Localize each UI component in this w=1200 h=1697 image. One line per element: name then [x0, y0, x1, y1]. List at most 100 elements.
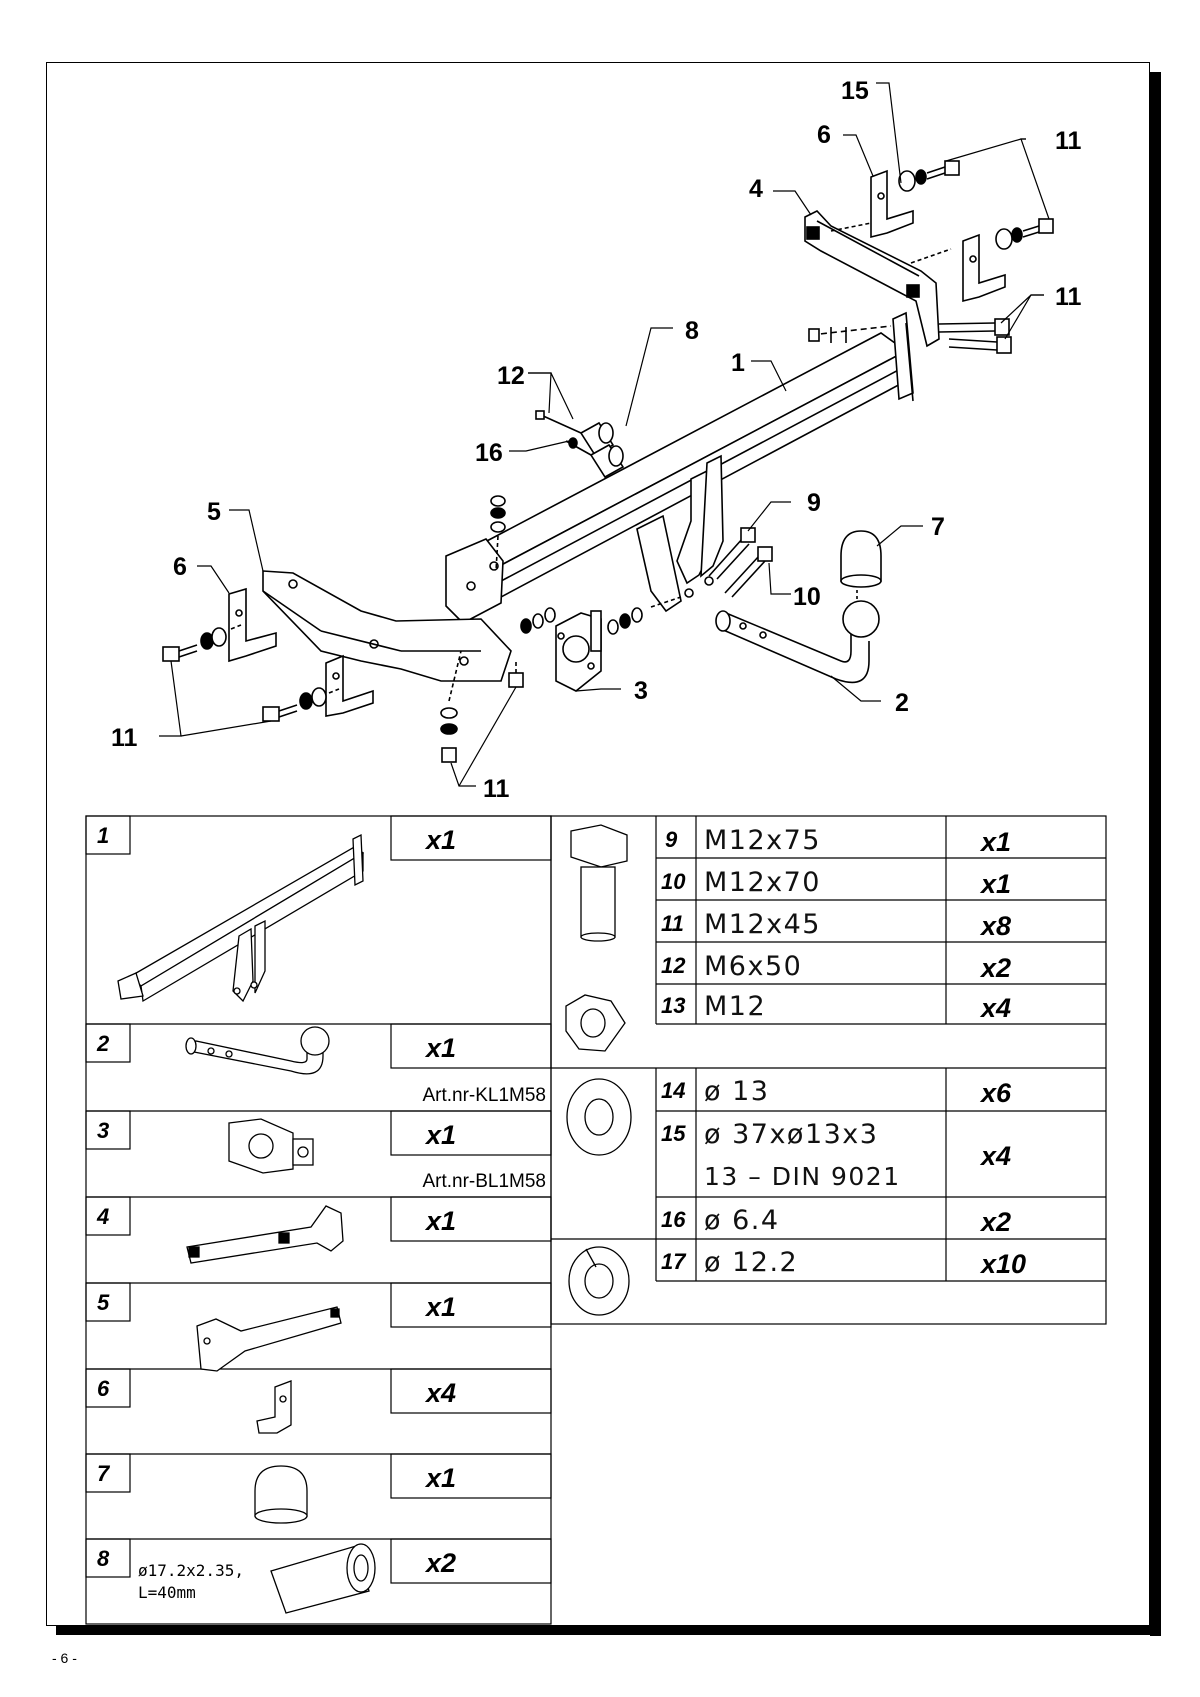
drawing-frame: 15 6 11 4 11 8 1 12 16 9 7 5 6 10 3 2 11…	[46, 62, 1150, 1626]
part-7-qty: x1	[424, 1463, 456, 1493]
thumb-ball-cover	[254, 1465, 308, 1524]
thumb-spring-washer-icon	[568, 1246, 630, 1316]
part-3-qty: x1	[424, 1120, 456, 1150]
part-14-qty: x6	[979, 1078, 1012, 1108]
part-1-qty: x1	[424, 825, 456, 855]
callout-9: 9	[807, 489, 821, 517]
part-9-spec: M12x75	[704, 825, 821, 856]
part-16-number: 16	[661, 1207, 686, 1232]
part-17-qty: x10	[979, 1249, 1026, 1279]
thumb-side-bracket-4	[186, 1205, 344, 1264]
callout-2: 2	[895, 689, 909, 717]
tow-ball-part-2	[715, 589, 880, 684]
part-12-qty: x2	[979, 953, 1011, 983]
part-14-spec: ø 13	[704, 1076, 769, 1107]
part-14-number: 14	[661, 1078, 685, 1103]
callout-11-top: 11	[1055, 127, 1082, 155]
part-2-number: 2	[96, 1031, 110, 1056]
thumb-crossbar	[117, 833, 365, 1003]
assembly-drawing: 15 6 11 4 11 8 1 12 16 9 7 5 6 10 3 2 11…	[85, 77, 1107, 1625]
crossbar-part-1	[445, 311, 914, 624]
part-6-qty: x4	[424, 1378, 456, 1408]
part-15-qty: x4	[979, 1141, 1011, 1171]
thumb-spacer-tube	[270, 1543, 376, 1614]
callout-11-bottom: 11	[483, 775, 510, 803]
part-7-number: 7	[97, 1461, 111, 1486]
side-bracket-part-5	[262, 570, 512, 682]
side-bracket-part-4	[804, 210, 952, 348]
part-12-spec: M6x50	[704, 951, 802, 982]
callout-1: 1	[731, 349, 745, 377]
part-3-art-nr: Art.nr-BL1M58	[422, 1171, 546, 1192]
page-number: - 6 -	[52, 1650, 77, 1666]
part-15-spec: ø 37xø13x3	[704, 1119, 878, 1150]
frame-shadow-right	[1150, 72, 1161, 1636]
callout-3: 3	[634, 677, 648, 705]
callout-15: 15	[841, 77, 869, 105]
ball-cover-part-7	[840, 530, 882, 588]
part-17-number: 17	[661, 1249, 687, 1274]
part-15-spec-standard: 13 – DIN 9021	[704, 1162, 901, 1191]
part-9-qty: x1	[979, 827, 1011, 857]
bolts-part-9-10	[708, 527, 773, 598]
parts-list-left: 1 x1 2 x1 Art.nr-KL1M58 3 x1 Art.nr-BL1M…	[96, 823, 546, 1602]
part-3-number: 3	[97, 1118, 109, 1143]
part-8-note-length: L=40mm	[138, 1583, 196, 1602]
part-11-number: 11	[661, 911, 684, 936]
callout-4: 4	[749, 175, 763, 203]
part-2-art-nr: Art.nr-KL1M58	[422, 1085, 546, 1106]
part-9-number: 9	[665, 827, 678, 852]
bolt-set-right	[808, 160, 1054, 354]
thumb-bolt-icon	[570, 824, 628, 942]
part-10-qty: x1	[979, 869, 1011, 899]
part-17-spec: ø 12.2	[704, 1247, 798, 1278]
socket-plate-part-3	[520, 596, 682, 692]
callout-6-left: 6	[173, 553, 187, 581]
part-12-number: 12	[661, 953, 686, 978]
l-bracket-right-bottom	[962, 233, 1006, 303]
part-16-qty: x2	[979, 1207, 1011, 1237]
callout-8: 8	[685, 317, 699, 345]
leader-lines	[159, 82, 1050, 787]
thumb-washer-icon	[566, 1078, 632, 1156]
part-8-qty: x2	[424, 1548, 456, 1578]
part-10-number: 10	[661, 869, 686, 894]
thumb-l-bracket	[256, 1380, 292, 1434]
l-bracket-right-top	[870, 169, 914, 239]
part-4-number: 4	[96, 1204, 109, 1229]
callout-16: 16	[475, 439, 503, 467]
thumb-nut-icon	[565, 994, 626, 1052]
callout-12: 12	[497, 362, 525, 390]
bolt-set-lower	[440, 495, 524, 763]
part-13-number: 13	[661, 993, 685, 1018]
part-8-note-dimensions: ø17.2x2.35,	[138, 1561, 244, 1580]
part-11-qty: x8	[979, 911, 1011, 941]
callout-6-right: 6	[817, 121, 831, 149]
part-15-number: 15	[661, 1121, 686, 1146]
part-5-qty: x1	[424, 1292, 456, 1322]
callouts: 15 6 11 4 11 8 1 12 16 9 7 5 6 10 3 2 11…	[111, 77, 1082, 803]
part-5-number: 5	[97, 1290, 110, 1315]
part-11-spec: M12x45	[704, 909, 821, 940]
thumb-tow-ball	[185, 1026, 330, 1075]
part-1-number: 1	[97, 823, 109, 848]
frame-shadow-bottom	[56, 1626, 1161, 1635]
part-10-spec: M12x70	[704, 867, 821, 898]
l-bracket-left-bottom	[325, 654, 374, 717]
part-13-qty: x4	[979, 993, 1011, 1023]
part-8-number: 8	[97, 1546, 110, 1571]
parts-list-right: 9 M12x75 x1 10 M12x70 x1 11 M12x45 x8 12…	[661, 825, 1026, 1279]
callout-10: 10	[793, 583, 821, 611]
part-6-number: 6	[97, 1376, 110, 1401]
part-13-spec: M12	[704, 991, 766, 1022]
part-2-qty: x1	[424, 1033, 456, 1063]
thumb-socket-plate	[228, 1118, 314, 1174]
callout-11-right: 11	[1055, 283, 1082, 311]
exploded-view	[159, 82, 1054, 787]
part-4-qty: x1	[424, 1206, 456, 1236]
parts-table	[85, 815, 1107, 1625]
callout-11-left: 11	[111, 724, 138, 752]
callout-5: 5	[207, 498, 221, 526]
part-thumbnails-left	[117, 833, 376, 1614]
thumb-side-bracket-5	[196, 1306, 342, 1372]
